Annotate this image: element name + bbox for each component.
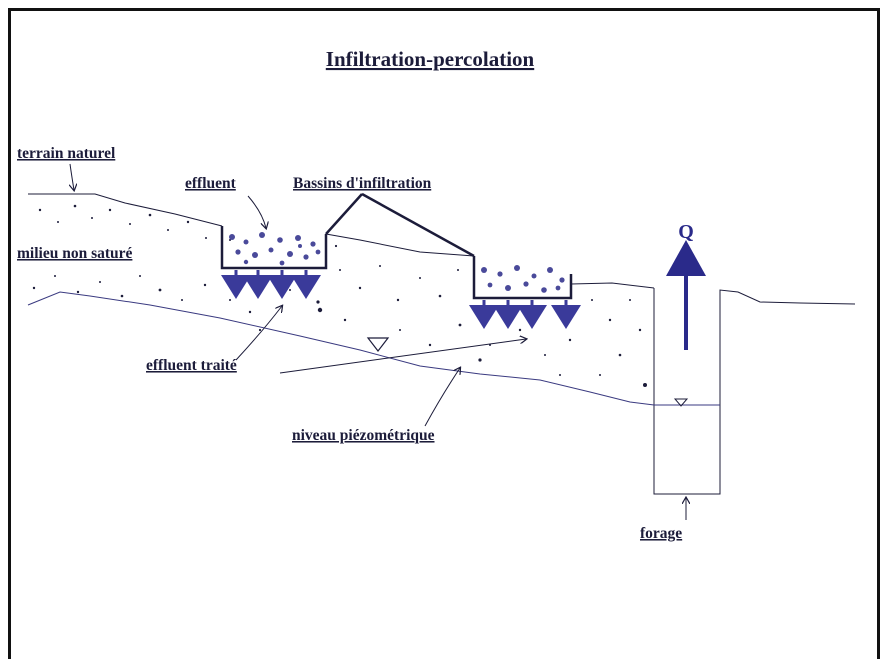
pointer-effluent-traite-1 bbox=[235, 306, 282, 361]
piezometric-line bbox=[27, 291, 655, 406]
label-bassins-infiltration: Bassins d'infiltration bbox=[293, 175, 432, 192]
soil-texture bbox=[32, 204, 647, 387]
pointer-bassins-1 bbox=[325, 193, 363, 235]
diagram-frame bbox=[8, 8, 880, 659]
infiltration-arrows-basin-2 bbox=[469, 300, 581, 329]
ground-surface-middle bbox=[325, 233, 475, 257]
pointer-effluent-traite-2 bbox=[279, 339, 526, 374]
label-terrain-naturel: terrain naturel bbox=[17, 145, 116, 162]
effluent-basin-2 bbox=[481, 265, 565, 293]
well-shaft bbox=[653, 288, 856, 495]
basin-2 bbox=[472, 256, 573, 300]
label-milieu-non-sature: milieu non saturé bbox=[17, 245, 133, 262]
diagram-title: Infiltration-percolation bbox=[326, 47, 535, 71]
basin-1 bbox=[220, 226, 328, 270]
pointer-niveau-piezometrique bbox=[424, 368, 460, 427]
label-effluent-traite: effluent traité bbox=[146, 357, 237, 374]
label-forage: forage bbox=[640, 525, 682, 542]
label-niveau-piezometrique: niveau piézométrique bbox=[292, 427, 435, 444]
infiltration-arrows-basin-1 bbox=[221, 270, 321, 299]
piezometric-symbol bbox=[366, 337, 390, 352]
pointer-terrain-naturel bbox=[70, 163, 74, 190]
ground-surface-right bbox=[570, 282, 655, 289]
pointer-effluent bbox=[247, 195, 266, 228]
well-water-symbol bbox=[673, 398, 689, 407]
q-label: Q bbox=[678, 221, 694, 243]
effluent-basin-1 bbox=[229, 232, 321, 266]
ground-surface bbox=[28, 193, 223, 227]
label-effluent: effluent bbox=[185, 175, 237, 192]
pointer-bassins-2 bbox=[361, 192, 475, 258]
